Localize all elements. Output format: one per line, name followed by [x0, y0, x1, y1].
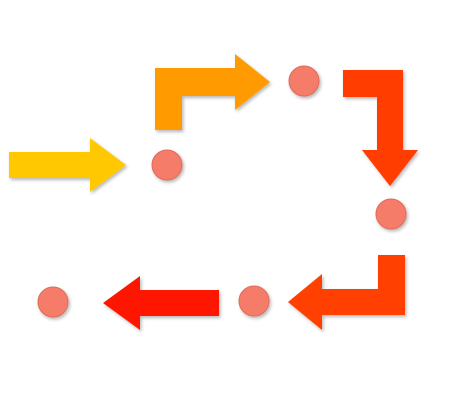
node-5-circle-icon: [37, 286, 69, 318]
node-1-circle-icon: [151, 149, 183, 181]
node-3-circle-icon: [375, 198, 407, 230]
arrow-2-bent-up-right-icon: [155, 54, 270, 130]
node-2-circle-icon: [288, 65, 320, 97]
node-4-circle-icon: [238, 285, 270, 317]
arrow-5-left-icon: [103, 276, 219, 330]
arrow-3-bent-right-down-icon: [343, 70, 418, 186]
arrow-1-right-icon: [9, 138, 126, 192]
arrow-4-bent-down-left-icon: [288, 255, 405, 330]
